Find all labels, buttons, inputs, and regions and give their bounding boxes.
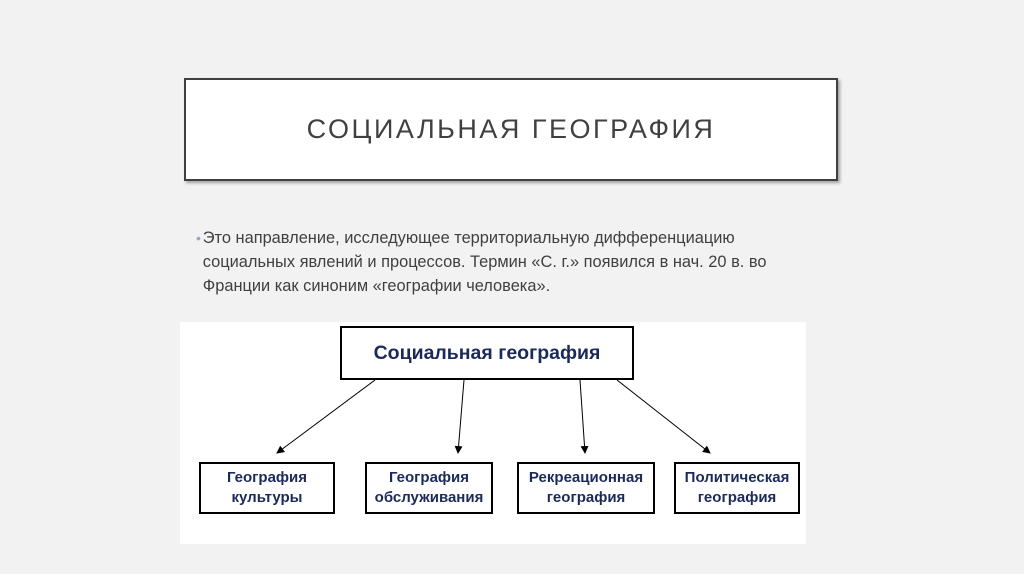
connector-arrow-1	[276, 379, 376, 454]
node-label-line1: Рекреационная	[528, 469, 644, 486]
node-label-line2: культуры	[231, 489, 303, 506]
diagram-node-recreational-geography: Рекреационная география	[517, 462, 655, 514]
bullet-item: • Это направление, исследующее территори…	[196, 226, 816, 298]
diagram-node-political-geography: Политическая география	[674, 462, 800, 514]
node-label-line2: обслуживания	[374, 489, 484, 506]
bullet-text: Это направление, исследующее территориал…	[202, 229, 767, 295]
diagram-root-node: Социальная география	[340, 326, 634, 380]
slide-title-box: СОЦИАЛЬНАЯ ГЕОГРАФИЯ	[184, 78, 838, 181]
node-label-line1: География	[226, 469, 308, 486]
connector-arrow-3	[579, 379, 589, 454]
slide-title: СОЦИАЛЬНАЯ ГЕОГРАФИЯ	[306, 114, 716, 144]
node-label-line1: География	[388, 469, 470, 486]
bullet-dot-icon: •	[196, 230, 201, 246]
diagram-connectors	[276, 379, 711, 454]
node-label-line1: Политическая	[684, 469, 790, 486]
node-label-line2: география	[546, 489, 626, 506]
diagram-node-culture-geography: География культуры	[199, 462, 335, 514]
diagram-root-label: Социальная география	[373, 341, 601, 364]
diagram-node-service-geography: География обслуживания	[365, 462, 493, 514]
hierarchy-diagram: Социальная география География культуры …	[180, 322, 806, 544]
connector-arrow-4	[616, 379, 711, 454]
node-label-line2: география	[697, 489, 777, 506]
connector-arrow-2	[454, 379, 465, 454]
